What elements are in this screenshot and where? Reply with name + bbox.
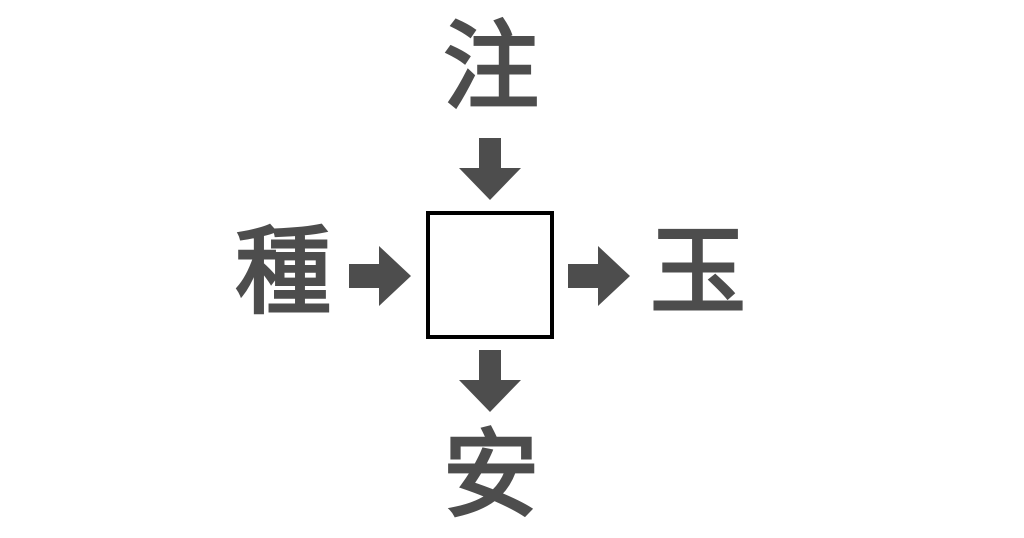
- kanji-bottom: 安: [443, 419, 539, 531]
- arrow-down-icon: [459, 138, 521, 200]
- kanji-right: 玉: [650, 216, 746, 328]
- kanji-left: 種: [235, 216, 331, 328]
- arrow-right-icon: [568, 246, 630, 306]
- answer-box[interactable]: [426, 211, 554, 339]
- kanji-top: 注: [443, 11, 539, 123]
- arrow-right-icon: [349, 246, 411, 306]
- arrow-down-icon: [459, 350, 521, 412]
